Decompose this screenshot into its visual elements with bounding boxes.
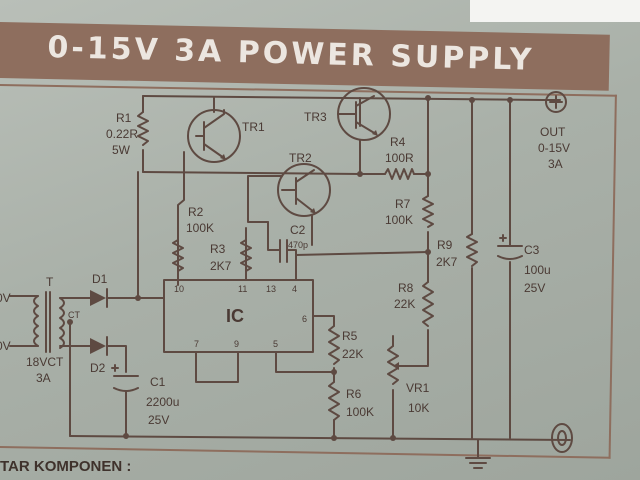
r1-ref: R1	[116, 111, 132, 125]
r9-value: 2K7	[436, 255, 458, 269]
r4-ref: R4	[390, 135, 406, 149]
ic-pin-10: 10	[174, 284, 184, 294]
input-0v-top: 0V	[0, 291, 11, 305]
d1-ref: D1	[92, 272, 108, 286]
resistor-r6	[328, 381, 340, 421]
ic-pin-6: 6	[302, 314, 307, 324]
potentiometer-vr1	[387, 345, 406, 385]
r2-ref: R2	[188, 205, 204, 219]
resistor-r8	[422, 281, 434, 327]
r8-ref: R8	[398, 281, 414, 295]
r2-value: 100K	[186, 221, 214, 235]
r3-value: 2K7	[210, 259, 232, 273]
ic-pin-13: 13	[266, 284, 276, 294]
c2-value: 470p	[288, 240, 308, 250]
r3-ref: R3	[210, 242, 226, 256]
junction-dots	[67, 95, 513, 441]
capacitor-c3	[497, 234, 523, 260]
ic-pin-9: 9	[234, 339, 239, 349]
transistor-tr2	[277, 163, 331, 217]
r8-value: 22K	[394, 297, 415, 311]
output-range: 0-15V	[538, 141, 570, 155]
r5-value: 22K	[342, 347, 363, 361]
diode-d2	[90, 336, 108, 356]
ic-pin-11: 11	[238, 284, 247, 294]
transistor-tr3	[337, 87, 391, 141]
input-0v-bottom: 0V	[0, 339, 11, 353]
r6-value: 100K	[346, 405, 374, 419]
diode-d1	[90, 288, 108, 308]
r9-ref: R9	[437, 238, 453, 252]
c3-ref: C3	[524, 243, 540, 257]
output-positive-terminal	[545, 91, 567, 113]
r7-ref: R7	[395, 197, 411, 211]
capacitor-c2	[279, 239, 288, 263]
ic-pin-4: 4	[292, 284, 297, 294]
resistor-r5	[328, 325, 340, 365]
ic-pin-7: 7	[194, 339, 199, 349]
transistor-tr1	[187, 109, 241, 163]
output-current: 3A	[548, 157, 563, 171]
resistor-r2	[172, 239, 184, 272]
c1-ref: C1	[150, 375, 166, 389]
transformer-ref: T	[46, 275, 54, 289]
tr1-ref: TR1	[242, 120, 265, 134]
vr1-ref: VR1	[406, 381, 430, 395]
transformer-rating: 3A	[36, 371, 51, 385]
transformer-t	[9, 291, 65, 353]
r1-value: 0.22R	[106, 127, 138, 141]
output-label: OUT	[540, 125, 566, 139]
paper-edge	[470, 0, 640, 22]
r1-rating: 5W	[112, 143, 131, 157]
ic-chip	[163, 279, 314, 353]
c1-value: 2200u	[146, 395, 179, 409]
capacitor-c1	[111, 364, 139, 392]
d2-ref: D2	[90, 361, 106, 375]
resistor-r3	[240, 239, 252, 272]
transformer-tap: CT	[68, 310, 80, 320]
wiring	[59, 95, 571, 469]
resistor-r4	[384, 168, 415, 180]
vr1-value: 10K	[408, 401, 429, 415]
transformer-value: 18VCT	[26, 355, 64, 369]
component-list-heading: TAR KOMPONEN :	[0, 458, 132, 475]
r4-value: 100R	[385, 151, 414, 165]
c1-rating: 25V	[148, 413, 169, 427]
c3-value: 100u	[524, 263, 551, 277]
r5-ref: R5	[342, 329, 358, 343]
ic-pin-5: 5	[273, 339, 278, 349]
resistor-r7	[422, 195, 434, 228]
resistor-r9	[466, 233, 478, 267]
resistor-r1	[137, 111, 149, 146]
tr3-ref: TR3	[304, 110, 327, 124]
r7-value: 100K	[385, 213, 413, 227]
c3-rating: 25V	[524, 281, 545, 295]
tr2-ref: TR2	[289, 151, 312, 165]
c2-ref: C2	[290, 223, 306, 237]
ic-label: IC	[226, 306, 244, 326]
r6-ref: R6	[346, 387, 362, 401]
output-ground-terminal	[551, 423, 573, 453]
